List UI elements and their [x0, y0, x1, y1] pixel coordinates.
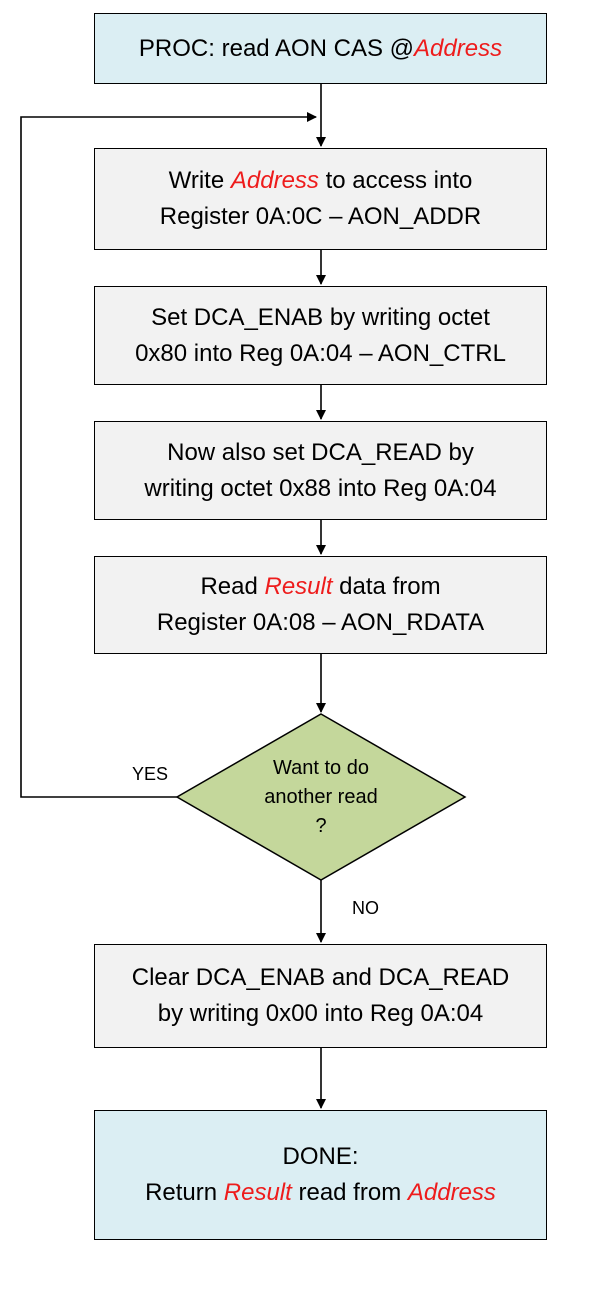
decision-line3: ? — [315, 815, 327, 837]
clear-text: Clear DCA_ENAB and DCA_READ by writing 0… — [126, 960, 515, 1032]
write-address-line2: Register 0A:0C – AON_ADDR — [159, 203, 482, 230]
set-read-line1: Now also set DCA_READ by — [167, 438, 474, 466]
write-address-highlight: Address — [230, 167, 319, 194]
write-address-box: Write Address to access into Register 0A… — [94, 148, 547, 250]
set-read-text: Now also set DCA_READ by writing octet 0… — [138, 435, 502, 507]
set-enab-box: Set DCA_ENAB by writing octet 0x80 into … — [94, 286, 547, 385]
set-read-box: Now also set DCA_READ by writing octet 0… — [94, 421, 547, 520]
yes-loop-line — [20, 112, 317, 798]
read-result-box: Read Result data from Register 0A:08 – A… — [94, 556, 547, 654]
read-result-line1: Read Result data from — [157, 569, 484, 605]
set-enab-text: Set DCA_ENAB by writing octet 0x80 into … — [129, 300, 512, 372]
done-text: DONE: Return Result read from Address — [139, 1139, 502, 1211]
clear-line2: by writing 0x00 into Reg 0A:04 — [157, 1000, 484, 1027]
write-address-text: Write Address to access into Register 0A… — [154, 163, 487, 235]
start-box: PROC: read AON CAS @Address — [94, 13, 547, 84]
no-label: NO — [352, 898, 379, 918]
start-text: PROC: read AON CAS @Address — [133, 31, 508, 67]
read-result-line2: Register 0A:08 – AON_RDATA — [156, 609, 485, 636]
set-enab-line1: Set DCA_ENAB by writing octet — [151, 303, 490, 331]
yes-label: YES — [132, 764, 169, 784]
decision-line1: Want to do — [273, 757, 369, 779]
read-result-highlight: Result — [264, 573, 333, 600]
start-address-highlight: Address — [414, 34, 503, 62]
read-result-pre: Read — [200, 573, 265, 600]
decision-text: Want to do another read ? — [241, 754, 401, 841]
write-address-line1: Write Address to access into — [160, 163, 481, 199]
done-line2: Return Result read from Address — [145, 1175, 496, 1211]
read-result-text: Read Result data from Register 0A:08 – A… — [151, 569, 490, 641]
write-address-pre: Write — [168, 167, 231, 194]
clear-line1: Clear DCA_ENAB and DCA_READ — [131, 964, 510, 991]
done-result-highlight: Result — [223, 1179, 292, 1206]
write-address-post: to access into — [318, 167, 473, 194]
set-enab-line2: 0x80 into Reg 0A:04 – AON_CTRL — [135, 339, 506, 367]
done-pre: Return — [145, 1179, 224, 1206]
set-read-line2: writing octet 0x88 into Reg 0A:04 — [144, 474, 497, 502]
read-result-post: data from — [332, 573, 441, 600]
done-box: DONE: Return Result read from Address — [94, 1110, 547, 1240]
done-line1: DONE: — [282, 1143, 359, 1170]
decision-line2: another read — [264, 786, 378, 808]
done-mid: read from — [291, 1179, 408, 1206]
start-label: PROC: read AON CAS @ — [138, 34, 415, 62]
clear-box: Clear DCA_ENAB and DCA_READ by writing 0… — [94, 944, 547, 1048]
done-address-highlight: Address — [407, 1179, 496, 1206]
